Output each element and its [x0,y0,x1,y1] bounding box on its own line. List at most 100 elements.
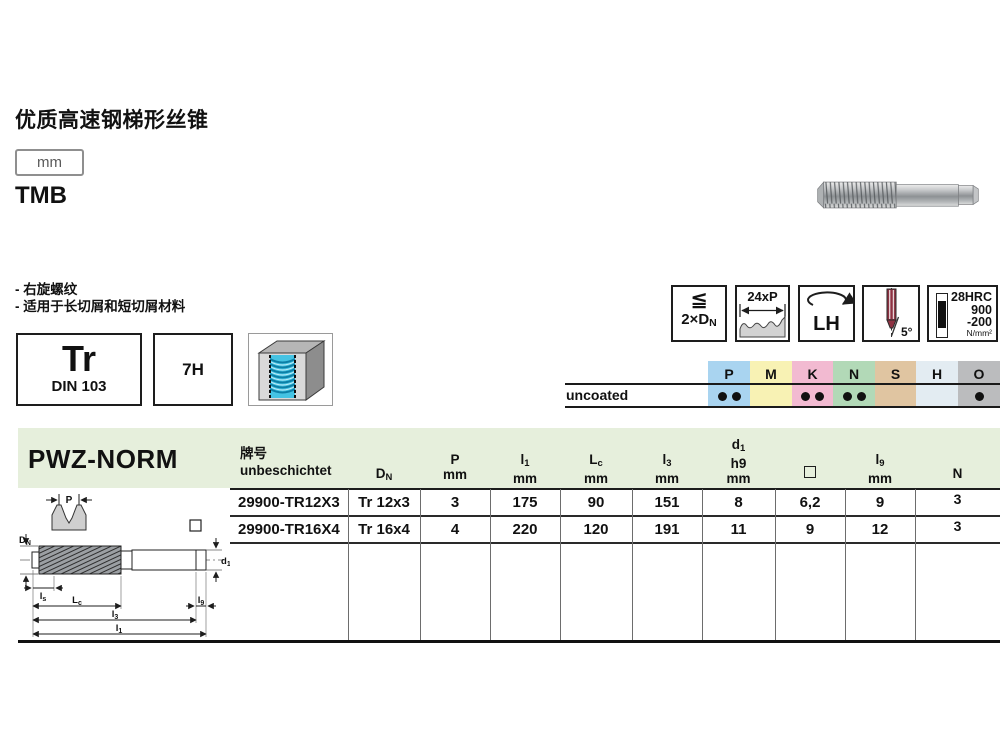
internal-thread-image-box [248,333,333,406]
table-line [230,488,1000,490]
col-header-lc: Lc mm [583,452,608,486]
dim-dn-label: DN [19,535,31,547]
row-lc: 90 [587,494,605,511]
row-l9: 12 [871,521,889,538]
tap-product-photo [817,181,979,209]
feature-item: - 适用于长切屑和短切屑材料 [15,298,185,315]
tap-tip [31,551,40,569]
tap-thread-section [38,545,122,575]
tap-photo-shank [895,184,959,207]
row-n: 3 [953,491,962,507]
material-dots [833,385,875,408]
column-divider [490,489,491,641]
tap-photo-square [958,185,974,205]
square-drive-symbol [189,519,202,532]
col-header-code: 牌号 unbeschichtet [240,446,332,478]
tap-photo-thread-texture [823,182,897,208]
row-d1: 11 [730,521,747,538]
material-rule-top [565,383,1000,385]
hardness-hrc: 28HRC [951,290,992,304]
standard-label: DIN 103 [51,378,107,395]
tolerance-label: 7H [182,360,204,379]
tap-photo-tip [817,181,825,209]
col-header-l3: l3 mm [654,452,679,486]
dim-l9-label: l9 [198,595,205,607]
unit-badge: mm [15,149,84,176]
row-code: 29900-TR12X3 [238,494,340,511]
thread-form-label: Tr [61,338,96,379]
row-p: 3 [450,494,460,511]
col-header-p: P mm [442,452,467,482]
rotation-arrow-icon [807,291,853,306]
feature-text: 适用于长切屑和短切屑材料 [23,299,186,314]
hardness-values: 28HRC 900 -200 N/mm² [951,290,992,339]
material-letter: P [724,366,734,382]
dim-d1-label: d1 [221,556,230,568]
internal-thread-icon [257,340,326,401]
page-title: 优质高速钢梯形丝锥 [15,109,209,132]
thread-form-box: Tr DIN 103 [16,333,142,406]
hardness-min: -200 [966,315,992,329]
pictogram-left-hand: LH [798,285,855,342]
column-divider [702,489,703,641]
column-divider [775,489,776,641]
col-header-l1: l1 mm [512,452,537,486]
col-header-d1: d1 h9 mm [726,437,751,486]
col-header-l9: l9 mm [867,452,892,486]
material-letter: K [807,366,818,382]
left-hand-label: LH [813,313,840,335]
material-letter: S [890,366,901,382]
tap-shank [131,549,207,571]
hardness-max: 900 [971,303,992,317]
thread-profile-shape [51,504,87,531]
product-model: TMB [15,182,67,209]
material-rule-bottom [565,406,1000,408]
thread-profile-icon [739,304,786,338]
column-divider [348,489,349,641]
tolerance-box: 7H [153,333,233,406]
material-letter: M [765,366,777,382]
row-l1: 175 [512,494,538,511]
hardness-scale-fill [937,301,946,328]
col-header-square [775,466,845,481]
row-l1: 220 [512,521,538,538]
series-name: PWZ-NORM [28,444,178,474]
material-dots [750,385,792,408]
material-letter: N [848,366,860,382]
feature-bullet: - [15,299,20,314]
material-dots [958,385,1000,408]
material-dots [708,385,750,408]
table-bottom-border [18,640,1000,643]
material-dots [875,385,916,408]
hardness-scale-bar [936,293,948,338]
column-divider [915,489,916,641]
feature-item: - 右旋螺纹 [15,281,77,298]
row-square: 9 [805,521,815,538]
row-p: 4 [450,521,460,538]
pictogram-hardness: 28HRC 900 -200 N/mm² [927,285,998,342]
row-square: 6,2 [799,494,821,511]
angle-label: 5° [901,325,913,339]
dim-p-label: P [66,495,73,506]
row-n: 3 [953,518,962,534]
table-header-band [18,428,1000,488]
pictogram-chamfer-length: ≦ 2×DN [671,285,727,342]
col-header-n: N [952,466,963,481]
tap-photo-chamfer [972,184,979,206]
table-line [230,542,1000,544]
tap-angle-icon: 5° [886,288,913,339]
column-divider [845,489,846,641]
material-letter: H [931,366,943,382]
material-letter: O [973,366,985,382]
coating-row-label: uncoated [566,387,629,403]
hardness-unit: N/mm² [966,328,993,338]
dim-ls-label: ls [40,591,47,603]
column-divider [632,489,633,641]
row-l3: 151 [654,494,680,511]
material-dots [916,385,958,408]
table-line [230,515,1000,517]
chamfer-label: 2×DN [681,311,717,329]
col-header-dn: DN [375,466,393,483]
dim-l1-label: l1 [116,623,123,635]
